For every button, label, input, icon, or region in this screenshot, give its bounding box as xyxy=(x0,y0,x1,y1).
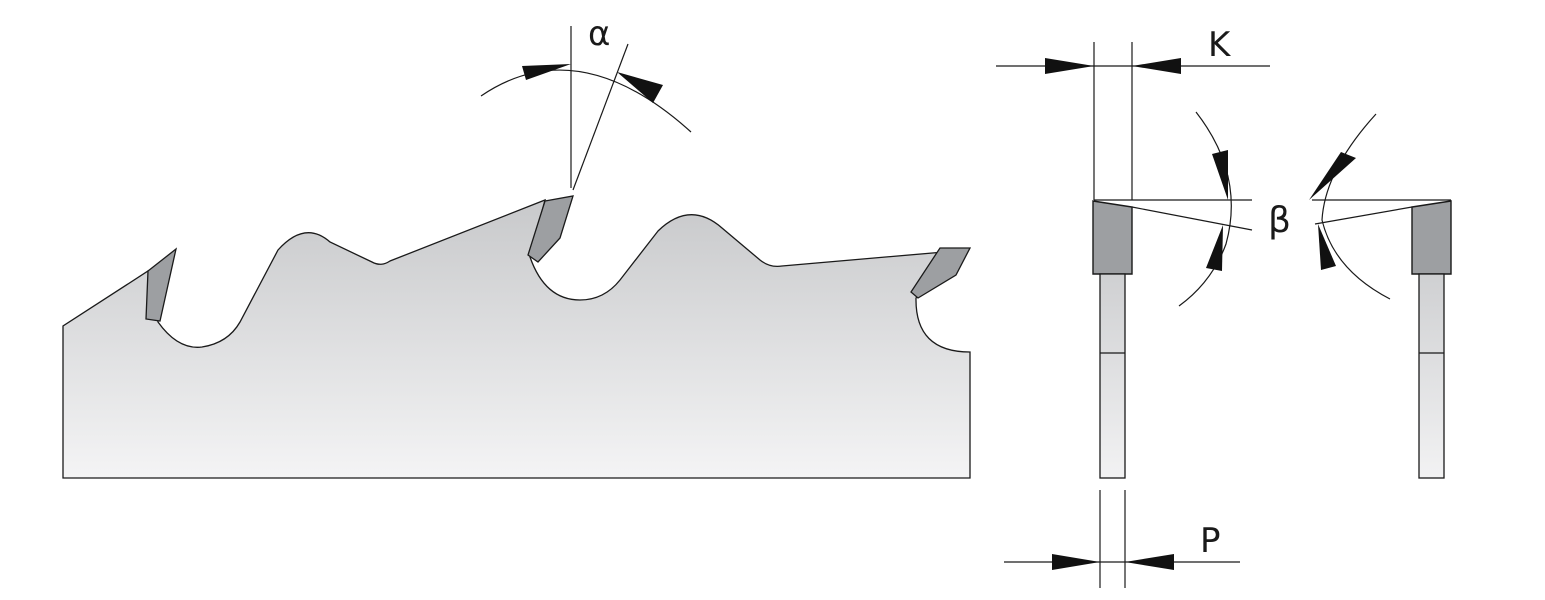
alpha-arrow-right-icon xyxy=(617,72,663,103)
beta-bevel-line-right xyxy=(1314,206,1413,225)
k-label: K xyxy=(1208,25,1232,65)
carbide-tip-center xyxy=(527,195,574,263)
k-arrow-right-icon xyxy=(1132,58,1181,74)
blade-cross-section-views: K β P xyxy=(996,25,1452,588)
k-arrow-left-icon xyxy=(1045,58,1094,74)
blade-body xyxy=(62,198,971,479)
alpha-angle-annotation: α xyxy=(480,14,692,191)
alpha-label: α xyxy=(588,14,610,54)
blade-body-section-right xyxy=(1418,273,1445,479)
beta-arc-right xyxy=(1321,113,1391,300)
p-arrow-right-icon xyxy=(1125,554,1174,570)
carbide-tip-left xyxy=(145,247,178,322)
cross-section-right xyxy=(1411,200,1452,479)
p-arrow-left-icon xyxy=(1052,554,1100,570)
beta-arrow-right-upper-icon xyxy=(1309,152,1356,200)
alpha-arrow-left-icon xyxy=(522,64,571,80)
p-label: P xyxy=(1200,521,1221,561)
beta-arrow-right-lower-icon xyxy=(1318,224,1336,270)
beta-label: β xyxy=(1268,200,1291,241)
blade-side-view: α xyxy=(62,14,972,479)
carbide-tip-section-left xyxy=(1092,200,1133,275)
beta-bevel-line-left xyxy=(1131,206,1253,231)
beta-arrow-left-upper-icon xyxy=(1212,150,1228,200)
carbide-tip-right xyxy=(910,247,972,299)
blade-body-section-left xyxy=(1099,273,1126,479)
beta-arrow-left-lower-icon xyxy=(1206,225,1223,271)
p-dimension: P xyxy=(1004,490,1240,588)
alpha-arc xyxy=(480,69,692,133)
cross-section-left xyxy=(1092,200,1133,479)
alpha-tooth-face-line xyxy=(572,43,629,191)
beta-angle-annotation: β xyxy=(1094,111,1451,307)
carbide-tip-section-right xyxy=(1411,200,1452,275)
k-dimension: K xyxy=(996,25,1270,200)
beta-arc-left xyxy=(1178,111,1232,307)
